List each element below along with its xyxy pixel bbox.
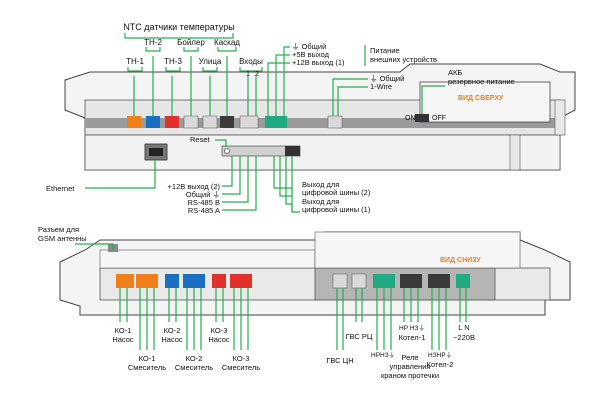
label-kotel1: Котел-1	[399, 333, 426, 342]
top-rail	[85, 118, 560, 128]
label-gvs-cn: ГВС ЦН	[326, 356, 353, 365]
label-power-ext-1: Питание	[370, 46, 400, 55]
label-common-2: ⏚ Общий	[370, 74, 404, 83]
label-kotel2: Котел-2	[427, 360, 454, 369]
label-ko2-pump: Насос	[161, 335, 183, 344]
label-ko2-mixer: Смеситель	[175, 363, 213, 372]
connector-onewire	[327, 115, 343, 129]
battery-block	[419, 81, 551, 123]
label-220v: ~220В	[453, 333, 475, 342]
connector-gvs-rc	[351, 273, 367, 289]
label-digbus2-2: цифровой шины (2)	[302, 188, 371, 197]
top-leader-lines	[85, 33, 445, 213]
connector-ko2-mixer	[183, 274, 205, 288]
connector-th1	[127, 116, 141, 128]
ntc-title: NTC датчики температуры	[123, 22, 234, 32]
label-digbus2-1: Выход для	[302, 180, 339, 189]
top-labels: NTC датчики температуры ТН-2 Бойлер Каск…	[46, 22, 515, 215]
reset-button	[224, 148, 230, 154]
bottom-upper-left	[99, 249, 316, 269]
label-common-1: ⏚ Общий	[292, 42, 326, 51]
label-rs485a: RS-485 A	[188, 206, 220, 215]
bottom-labels: Разъем для GSM антенны ВИД СНИЗУ КО-1 На…	[38, 225, 481, 380]
label-ko3-pump: Насос	[208, 335, 230, 344]
connector-kotel2	[428, 274, 450, 288]
connector-220	[456, 274, 470, 288]
label-ko1-mixer: Смеситель	[128, 363, 166, 372]
label-l-n: L N	[458, 323, 469, 332]
connector-power-ext	[265, 116, 287, 128]
label-cascade: Каскад	[214, 38, 240, 47]
label-view-bottom: ВИД СНИЗУ	[440, 257, 481, 264]
label-relay-2: управления	[390, 362, 431, 371]
label-ko1: КО-1	[115, 326, 132, 335]
label-inputs-1: 1	[246, 71, 250, 78]
label-out12-1: +12В выход (1)	[292, 58, 345, 67]
label-power-ext-2: внешних устройств	[370, 55, 437, 64]
label-gsm-1: Разъем для	[38, 225, 79, 234]
label-inputs: Входы	[239, 57, 263, 66]
label-kotel1-contacts: НР НЗ⏚	[399, 324, 425, 332]
connector-kotel1	[400, 274, 422, 288]
bottom-leader-lines	[75, 243, 467, 350]
connector-gvs-cn	[332, 273, 348, 289]
connector-cascade	[220, 116, 234, 128]
label-ko2: КО-2	[164, 326, 181, 335]
device-top-view	[64, 63, 576, 171]
label-inputs-2: 2	[255, 71, 259, 78]
label-reset: Reset	[190, 135, 211, 144]
label-ko1-pump: Насос	[112, 335, 134, 344]
label-ko3-mixer: Смеситель	[222, 363, 260, 372]
label-off: OFF	[432, 115, 446, 122]
connector-ko3-mixer	[230, 274, 252, 288]
label-th2: ТН-2	[144, 38, 162, 47]
connector-ko3-pump	[212, 274, 226, 288]
bus-connector-dark	[285, 146, 300, 156]
label-ko2-mixer-name: КО-2	[186, 354, 203, 363]
label-gsm-2: GSM антенны	[38, 234, 87, 243]
device-bottom-view	[59, 231, 571, 316]
post-far-right	[554, 99, 566, 136]
connector-relay	[373, 274, 395, 288]
connector-th3	[165, 116, 179, 128]
battery-switch	[415, 114, 429, 122]
label-street: Улица	[199, 57, 222, 66]
connector-ko1-mixer	[136, 274, 158, 288]
ethernet-port-inner	[149, 148, 163, 156]
label-boiler: Бойлер	[177, 38, 205, 47]
label-relay-1: Реле	[401, 353, 418, 362]
label-out12-2: +12В выход (2)	[168, 182, 221, 191]
label-digbus1-2: цифровой шины (1)	[302, 205, 371, 214]
label-out5: +5В выход	[292, 50, 330, 59]
label-akb-2: резервное питание	[448, 77, 515, 86]
connector-th2	[146, 116, 160, 128]
label-th3: ТН-3	[164, 57, 182, 66]
post-right	[509, 134, 521, 171]
label-ko3-mixer-name: КО-3	[233, 354, 250, 363]
label-on: ON	[405, 115, 416, 122]
label-relay-contacts: НРНЗ⏚	[371, 351, 395, 359]
connector-boiler	[183, 115, 199, 129]
label-digbus1-1: Выход для	[302, 197, 339, 206]
label-th1: ТН-1	[126, 57, 144, 66]
label-ko1-mixer-name: КО-1	[139, 354, 156, 363]
label-ko3: КО-3	[211, 326, 228, 335]
label-akb-1: АКБ	[448, 68, 462, 77]
label-kotel2-contacts: НЗНР⏚	[428, 351, 452, 359]
connector-inputs	[239, 115, 259, 129]
label-rs485b: RS-485 B	[187, 198, 220, 207]
connector-ko2-pump	[165, 274, 179, 288]
label-common-3: Общий ⏚	[186, 190, 220, 199]
label-gvs-rc: ГВС РЦ	[346, 332, 373, 341]
label-relay-3: краном протечки	[381, 371, 439, 380]
connector-street	[202, 115, 218, 129]
label-onewire: 1-Wire	[370, 82, 392, 91]
label-view-top: ВИД СВЕРХУ	[458, 95, 504, 102]
connector-ko1-pump	[116, 274, 134, 288]
label-ethernet: Ethernet	[46, 184, 75, 193]
bottom-upper-right	[314, 231, 521, 269]
